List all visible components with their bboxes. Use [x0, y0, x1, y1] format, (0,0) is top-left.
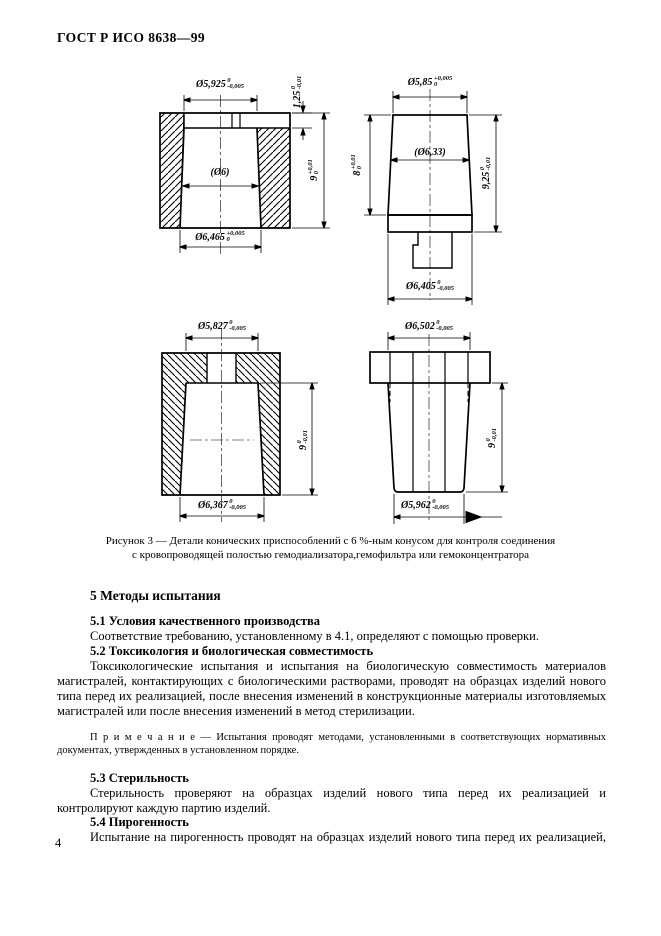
- page-header: ГОСТ Р ИСО 8638—99: [57, 30, 205, 45]
- dim-tolerance: 0-0,01: [485, 427, 498, 442]
- dim-value: Ø6,405: [405, 280, 436, 292]
- dim-value: 9: [297, 445, 309, 451]
- page-number: 4: [55, 836, 62, 850]
- dim-value: 1,25: [291, 90, 303, 109]
- body-5-2: Токсикологические испытания и испытания …: [57, 659, 606, 718]
- dim-tolerance: 0-0,005: [229, 498, 247, 511]
- note-text: — Испытания проводят методами, установле…: [57, 732, 607, 756]
- dim-mid-diameter: (Ø6,33): [390, 147, 470, 158]
- dim-value: (Ø6): [210, 167, 230, 178]
- dim-value: Ø6,367: [197, 499, 228, 511]
- dim-tolerance: 0-0,005: [229, 319, 247, 332]
- dim-tolerance: 0-0,005: [227, 77, 245, 90]
- heading-5-3: 5.3 Стерильность: [90, 771, 189, 785]
- heading-5-2: 5.2 Токсикология и биологическая совмест…: [90, 644, 374, 658]
- dim-tolerance: 0-0,01: [290, 75, 303, 90]
- figure-caption: Рисунок 3 — Детали конических приспособл…: [0, 535, 661, 562]
- dim-value: Ø5,962: [400, 499, 431, 511]
- figure-caption-line2: с кровопроводящей полостью гемодиализато…: [131, 548, 530, 561]
- dim-value: Ø6,465: [195, 231, 225, 243]
- dim-tolerance: 0-0,005: [437, 279, 455, 292]
- dim-value: Ø5,827: [197, 320, 228, 332]
- dim-tolerance: 0-0,005: [432, 498, 450, 511]
- technical-drawing-lines: [161, 328, 318, 522]
- note: П р и м е ч а н и е — Испытания проводят…: [57, 731, 606, 757]
- note-label: П р и м е ч а н и е: [90, 732, 195, 743]
- dim-value: Ø5,85: [407, 76, 433, 88]
- body-5-1: Соответствие требованию, установленному …: [90, 629, 539, 643]
- dim-value: 9: [486, 443, 498, 449]
- heading-5-1: 5.1 Условия качественного производства: [90, 614, 321, 628]
- technical-drawing-lines: [159, 95, 330, 255]
- body-5-4: Испытание на пирогенность проводят на об…: [90, 830, 606, 844]
- dim-tolerance: 0-0,01: [296, 429, 309, 444]
- dim-value: 9: [308, 175, 320, 181]
- body-5-3: Стерильность проверяют на образцах издел…: [57, 786, 606, 815]
- dim-value: (Ø6,33): [414, 147, 446, 158]
- technical-drawing-lines: [364, 89, 502, 305]
- dim-value: 8: [351, 170, 363, 176]
- dim-mid-diameter: (Ø6): [195, 167, 245, 178]
- dim-tolerance: 0-0,005: [436, 319, 454, 332]
- figure-caption-line1: Рисунок 3 — Детали конических приспособл…: [105, 535, 556, 547]
- heading-5-4: 5.4 Пирогенность: [90, 815, 189, 829]
- technical-drawing-lines: [369, 332, 508, 524]
- dim-tolerance: 0-0,01: [479, 156, 492, 171]
- dim-value: Ø5,925: [195, 78, 226, 90]
- section-title: 5 Методы испытания: [90, 588, 221, 603]
- dim-value: 9,25: [480, 171, 492, 190]
- dim-value: Ø6,502: [404, 320, 435, 332]
